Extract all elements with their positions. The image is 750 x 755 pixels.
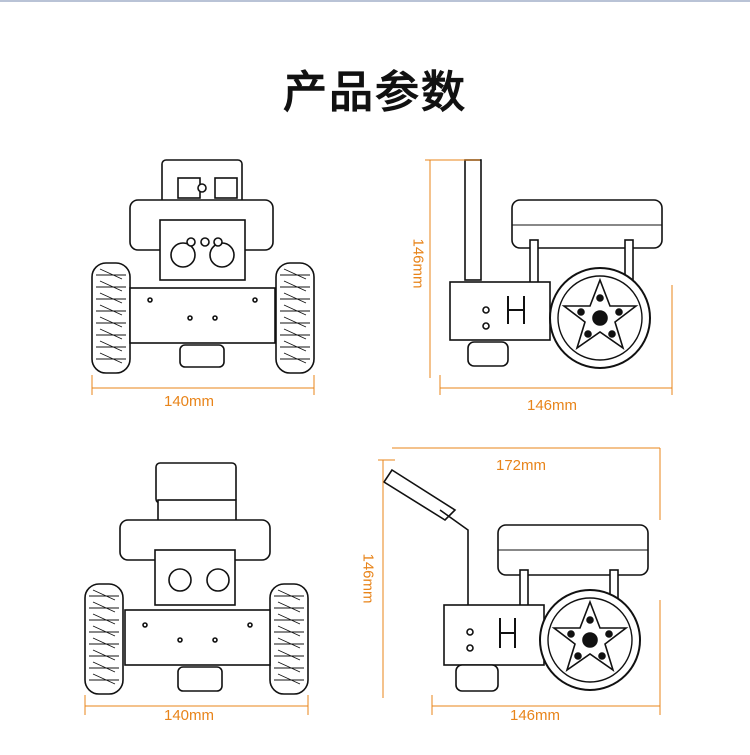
top-divider [0,0,750,2]
side-top-length-label: 146mm [527,397,578,414]
side-view-top [449,159,663,369]
side-bottom-length-label: 146mm [510,707,561,724]
side-bottom-armspan-label: 172mm [496,457,547,474]
side-view-bottom [382,468,649,692]
side-top-dimension [425,159,673,395]
front-bottom-dimension [84,695,309,715]
side-top-height-label: 146mm [409,238,427,289]
front-view-bottom [84,462,309,695]
side-bottom-height-label: 146mm [359,553,377,604]
front-top-width-label: 140mm [164,393,215,410]
front-top-dimension [91,375,315,395]
side-bottom-dimension [378,447,661,715]
front-bottom-width-label: 140mm [164,707,215,724]
front-view-top [91,159,315,374]
page-title: 产品参数 [283,67,467,118]
